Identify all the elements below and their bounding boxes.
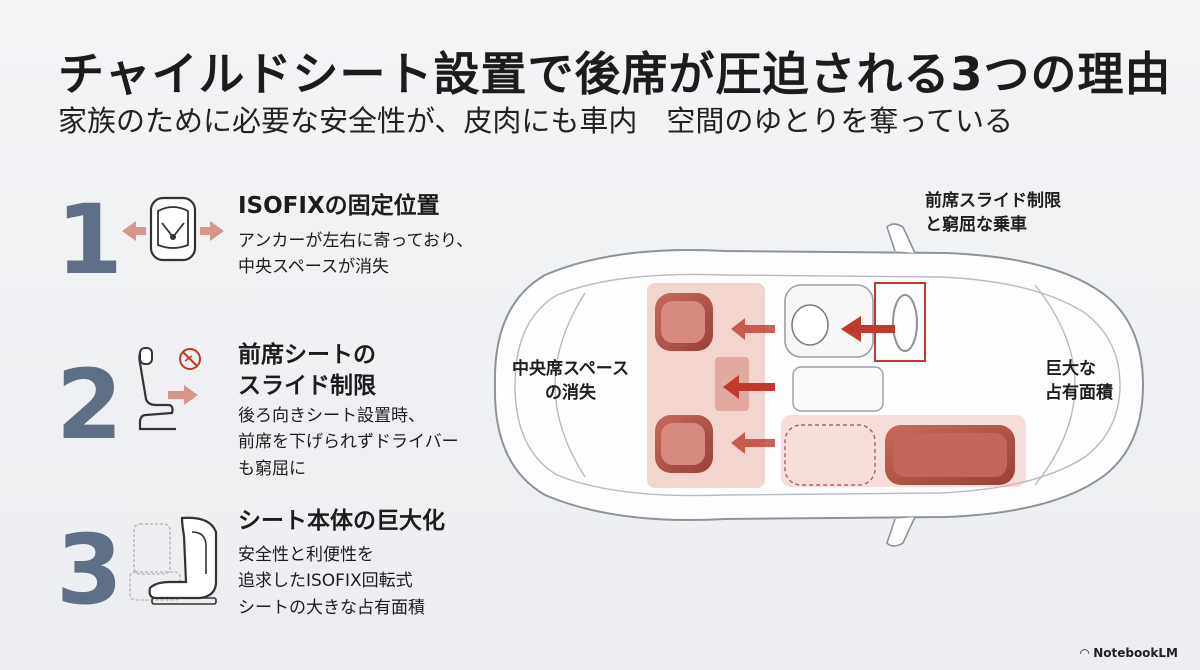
rotating-child-seat-icon <box>126 512 226 611</box>
reason-3-number: 3 <box>56 514 123 626</box>
notebooklm-icon: ◠ <box>1079 646 1090 660</box>
reason-2-title: 前席シートの スライド制限 <box>238 342 376 400</box>
reason-3-desc: 安全性と利便性を 追求したISOFIX回転式 シートの大きな占有面積 <box>238 545 425 618</box>
page-title: チャイルドシート設置で後席が圧迫される3つの理由 <box>58 47 1172 101</box>
page-subtitle: 家族のために必要な安全性が、皮肉にも車内 空間のゆとりを奪っている <box>58 104 1013 138</box>
label-occupied-area: 巨大な 占有面積 <box>1045 359 1113 403</box>
reason-2-desc: 後ろ向きシート設置時、 前席を下げられずドライバー も窮屈に <box>238 406 459 479</box>
brand-logo: ◠ NotebookLM <box>1079 646 1178 660</box>
reason-1-desc: アンカーが左右に寄っており、 中央スペースが消失 <box>238 231 474 278</box>
label-center-seat-loss: 中央席スペース の消失 <box>512 359 629 403</box>
reason-2-number: 2 <box>56 349 123 461</box>
reason-3-title: シート本体の巨大化 <box>238 508 445 534</box>
reason-1-number: 1 <box>56 184 123 296</box>
label-front-seat-slide: 前席スライド制限 と窮屈な乗車 <box>925 191 1061 235</box>
front-seat-no-slide-icon <box>128 343 218 442</box>
car-illustration <box>493 223 1145 547</box>
child-seat-arrows-icon <box>118 193 228 272</box>
car-top-view-diagram: 前席スライド制限 と窮屈な乗車 中央席スペース の消失 巨大な 占有面積 <box>475 175 1180 595</box>
reason-1-title: ISOFIXの固定位置 <box>238 193 440 219</box>
